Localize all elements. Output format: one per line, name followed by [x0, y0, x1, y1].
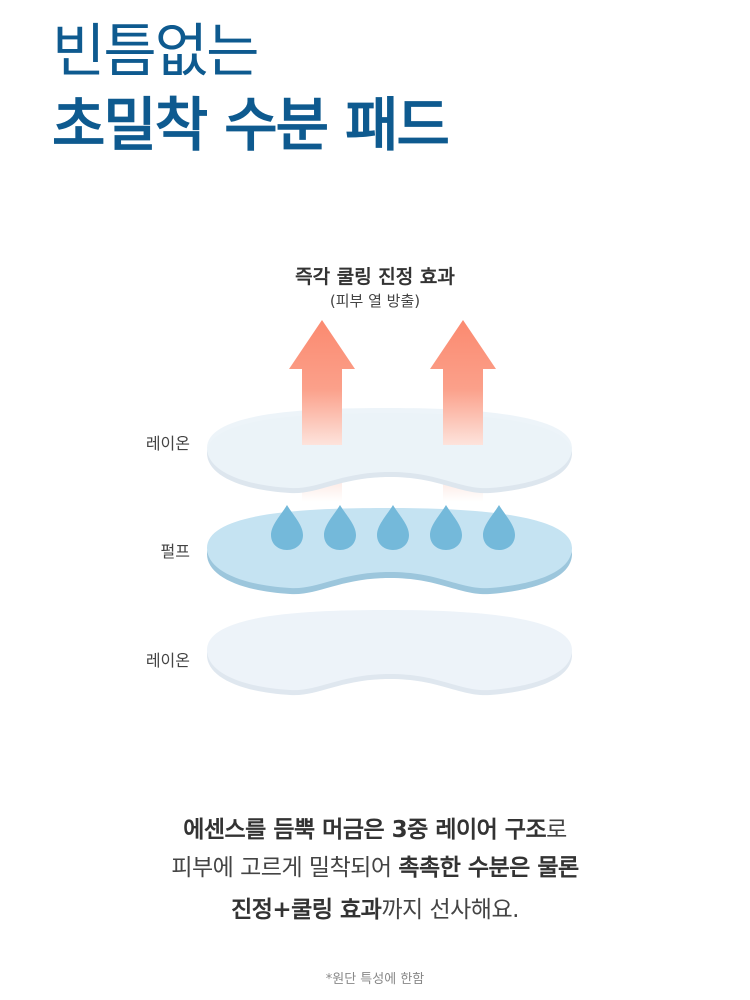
description-bold: 에센스를 듬뿍 머금은 3중 레이어 구조	[183, 817, 547, 843]
description-line-3: 진정+쿨링 효과까지 선사해요.	[0, 890, 750, 924]
headline-line-2: 초밀착 수분 패드	[52, 91, 450, 159]
layer-diagram	[207, 320, 572, 696]
top-rayon-layer	[207, 408, 572, 494]
heat-arrow-up-icon	[430, 320, 496, 445]
description-bold: 촉촉한 수분은 물론	[398, 855, 579, 881]
description-text: 로	[546, 817, 567, 843]
description-bold: 진정+쿨링 효과	[231, 897, 382, 923]
bottom-rayon-layer	[207, 610, 572, 696]
heat-arrow-up-icon	[289, 320, 355, 445]
headline-line-1: 빈틈없는	[52, 17, 259, 85]
footnote: *원단 특성에 한함	[325, 972, 425, 987]
layer-label-rayon-top: 레이온	[145, 434, 190, 453]
diagram-caption-title: 즉각 쿨링 진정 효과	[295, 266, 455, 288]
layer-label-rayon-bottom: 레이온	[145, 651, 190, 670]
description-line-2: 피부에 고르게 밀착되어 촉촉한 수분은 물론	[0, 848, 750, 882]
layer-label-pulp: 펄프	[160, 542, 190, 561]
diagram-caption-sub: (피부 열 방출)	[329, 292, 421, 310]
description-text: 까지 선사해요.	[381, 897, 519, 923]
water-drop-icon	[483, 505, 515, 550]
description-line-1: 에센스를 듬뿍 머금은 3중 레이어 구조로	[0, 810, 750, 844]
description-text: 피부에 고르게 밀착되어	[171, 855, 399, 881]
